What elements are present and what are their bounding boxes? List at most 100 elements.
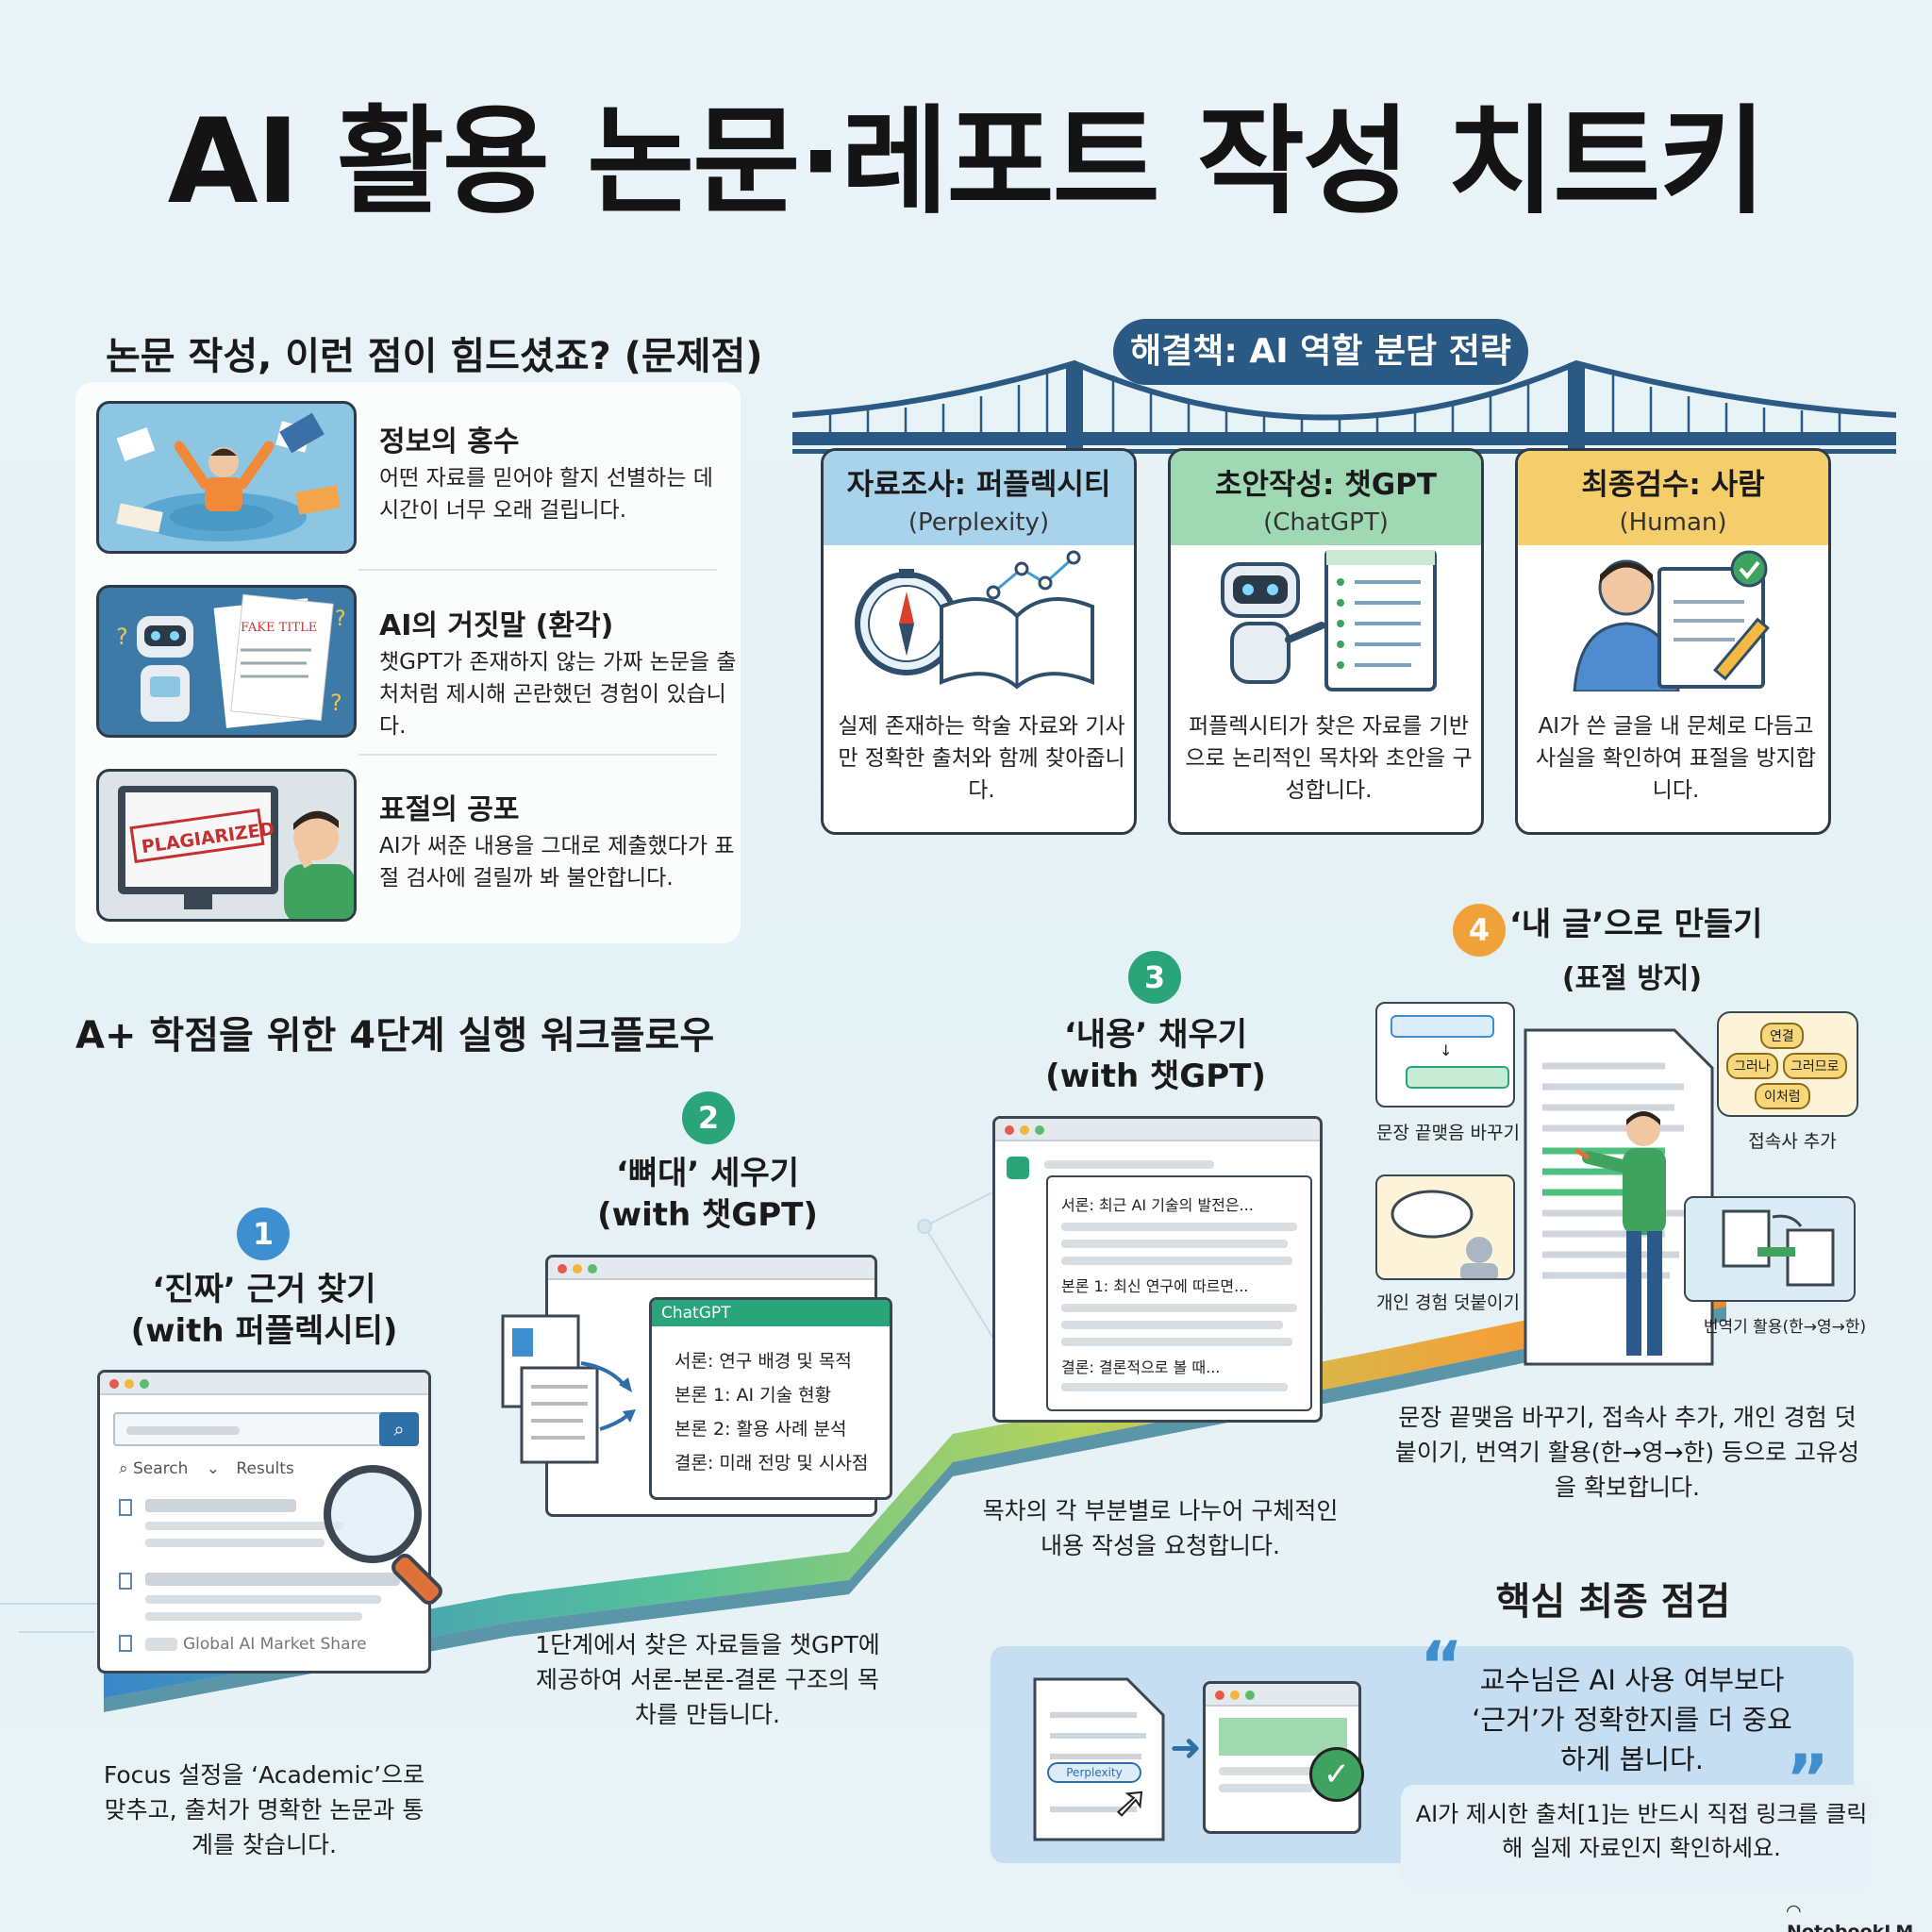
problem-item-hallucination: FAKE TITLE ? ? ? AI의 거짓말 (환각) 챗GPT가 존재하지… [96, 585, 737, 755]
outline-line: 본론 1: AI 기술 현황 [675, 1385, 832, 1406]
card-header: 초안작성: 챗GPT (ChatGPT) [1171, 451, 1481, 545]
connective-chip: 그러나 [1726, 1053, 1778, 1079]
card-subtitle: (Perplexity) [908, 508, 1050, 537]
plagiarized-monitor-illustration: PLAGIARIZED [96, 769, 357, 922]
drowning-illustration [96, 401, 357, 554]
robot-checklist-icon [1221, 550, 1437, 691]
window-titlebar [100, 1373, 428, 1395]
connectives-illustration: 연결 그러나 그러므로 이처럼 [1717, 1011, 1858, 1117]
step-title-sub: (with 챗GPT) [597, 1196, 818, 1234]
brand-label: NotebookLM [1787, 1922, 1914, 1932]
card-header: 자료조사: 퍼플렉시티 (Perplexity) [824, 451, 1134, 545]
step-title-sub: (with 퍼플렉시티) [130, 1312, 398, 1350]
search-window: ⌕ ⌕ Search ⌄ Results Global AI Market Sh… [97, 1370, 431, 1674]
robot-fake-paper-illustration: FAKE TITLE ? ? ? [96, 585, 357, 738]
problems-panel: 정보의 홍수 어떤 자료를 믿어야 할지 선별하는 데 시간이 너무 오래 걸립… [75, 382, 741, 943]
open-quote-icon: “ [1420, 1627, 1464, 1705]
arrow-right-icon: ➜ [1170, 1726, 1202, 1770]
cursor-icon: ➚ [1112, 1777, 1149, 1827]
step-title: ‘진짜’ 근거 찾기 (with 퍼플렉시티) [94, 1269, 434, 1352]
outline-line: 본론 2: 활용 사례 분석 [675, 1419, 847, 1440]
search-button[interactable]: ⌕ [379, 1412, 419, 1446]
step-title-main: ‘진짜’ 근거 찾기 [152, 1271, 376, 1308]
svg-text:?: ? [335, 608, 346, 631]
step-number-badge: 4 [1453, 904, 1506, 957]
final-check-heading: 핵심 최종 점검 [1495, 1580, 1731, 1624]
brand-watermark: ◠ NotebookLM [1787, 1901, 1932, 1932]
workflow-heading: A+ 학점을 위한 4단계 실행 워크플로우 [75, 1014, 715, 1058]
search-tab-row: ⌕ Search ⌄ Results [119, 1459, 294, 1478]
step-title: ‘내 글’으로 만들기 [1509, 904, 1811, 945]
source-link-chip[interactable]: Perplexity [1047, 1762, 1141, 1783]
problem-title: AI의 거짓말 (환각) [379, 609, 614, 642]
card-title: 자료조사: 퍼플렉시티 [846, 468, 1111, 502]
step-title-sub: (표절 방지) [1561, 962, 1703, 995]
documents-to-chatgpt-icon [501, 1314, 636, 1464]
search-input[interactable] [113, 1412, 387, 1446]
step-desc: 문장 끝맺음 바꾸기, 접속사 추가, 개인 경험 덧붙이기, 번역기 활용(한… [1394, 1404, 1860, 1501]
arrow-down-icon: ↓ [1440, 1041, 1453, 1059]
draft-line: 본론 1: 최신 연구에 따르면... [1061, 1277, 1249, 1295]
step-title: ‘내용’ 채우기 (with 챗GPT) [995, 1014, 1316, 1097]
search-icon: ⌕ [119, 1459, 128, 1478]
card-subtitle: (Human) [1619, 508, 1727, 537]
outline-line: 결론: 미래 전망 및 시사점 [675, 1453, 869, 1474]
connective-chip: 그러므로 [1783, 1053, 1847, 1079]
fake-title-text: FAKE TITLE [241, 621, 317, 635]
role-card-human: 최종검수: 사람 (Human) AI가 쓴 글을 내 문체로 다듬고 사실을 … [1515, 448, 1831, 835]
solution-heading: 해결책: AI 역할 분담 전략 [1113, 319, 1528, 385]
step-title: ‘뼈대’ 세우기 (with 챗GPT) [547, 1153, 868, 1236]
divider [358, 569, 717, 571]
chatgpt-outline-window: ChatGPT 서론: 연구 배경 및 목적 본론 1: AI 기술 현황 본론… [649, 1297, 892, 1500]
step-title-main: ‘내 글’으로 만들기 [1509, 906, 1763, 943]
problem-desc: AI가 써준 내용을 그대로 제출했다가 표절 검사에 걸릴까 봐 불안합니다. [379, 834, 735, 891]
final-check-quote: 교수님은 AI 사용 여부보다 ‘근거’가 정확한지를 더 중요하게 봅니다. [1472, 1664, 1792, 1775]
human-review-icon [1573, 550, 1770, 691]
step-desc: Focus 설정을 ‘Academic’으로 맞추고, 출처가 명확한 논문과 … [103, 1761, 425, 1858]
chatgpt-logo-icon [1007, 1157, 1029, 1179]
outline-line: 서론: 연구 배경 및 목적 [675, 1351, 852, 1372]
doc-icon [119, 1635, 132, 1652]
experience-label: 개인 경험 덧붙이기 [1376, 1292, 1520, 1313]
step-number-badge: 2 [682, 1091, 735, 1144]
card-subtitle: (ChatGPT) [1263, 508, 1389, 537]
search-icon: ⌕ [393, 1418, 405, 1441]
role-card-chatgpt: 초안작성: 챗GPT (ChatGPT) 퍼플렉시티가 찾은 자료를 기반으로 … [1168, 448, 1484, 835]
translate-illustration [1684, 1196, 1856, 1302]
window-title: ChatGPT [652, 1300, 890, 1326]
problem-item-info-overload: 정보의 홍수 어떤 자료를 믿어야 할지 선별하는 데 시간이 너무 오래 걸립… [96, 401, 719, 571]
check-icon: ✓ [1309, 1747, 1364, 1802]
close-quote-icon: ” [1786, 1740, 1830, 1818]
compass-book-icon [855, 550, 1094, 690]
problem-desc: 어떤 자료를 믿어야 할지 선별하는 데 시간이 너무 오래 걸립니다. [379, 466, 713, 523]
page-title: AI 활용 논문·레포트 작성 치트키 [167, 94, 1767, 230]
doc-icon [119, 1573, 132, 1590]
connective-chip: 이처럼 [1755, 1083, 1810, 1109]
connective-chip: 연결 [1760, 1023, 1804, 1049]
step-desc: 1단계에서 찾은 자료들을 챗GPT에 제공하여 서론-본론-결론 구조의 목차… [535, 1631, 880, 1728]
rephrase-label: 문장 끝맺음 바꾸기 [1376, 1123, 1520, 1143]
step-number-badge: 3 [1128, 951, 1181, 1004]
final-check-note: AI가 제시한 출처[1]는 반드시 직접 링크를 클릭해 실제 자료인지 확인… [1415, 1801, 1868, 1861]
card-desc: AI가 쓴 글을 내 문체로 다듬고 사실을 확인하여 표절을 방지합니다. [1535, 714, 1816, 803]
draft-window: 서론: 최근 AI 기술의 발전은... 본론 1: 최신 연구에 따르면...… [992, 1116, 1323, 1423]
problem-desc: 챗GPT가 존재하지 않는 가짜 논문을 출처처럼 제시해 곤란했던 경험이 있… [379, 650, 737, 739]
notebooklm-logo-icon: ◠ [1787, 1901, 1801, 1922]
problem-item-plagiarism: PLAGIARIZED 표절의 공포 AI가 써준 내용을 그대로 제출했다가 … [96, 769, 734, 939]
writing-person-illustration [1575, 1111, 1666, 1356]
step-desc: 목차의 각 부분별로 나누어 구체적인 내용 작성을 요청합니다. [982, 1497, 1339, 1559]
draft-line: 서론: 최근 AI 기술의 발전은... [1061, 1196, 1254, 1214]
source-document-icon [1033, 1677, 1165, 1841]
translate-label: 번역기 활용(한→영→한) [1703, 1318, 1867, 1337]
result-item-title[interactable]: Global AI Market Share [183, 1635, 367, 1654]
problems-heading: 논문 작성, 이런 점이 힘드셨죠? (문제점) [106, 335, 763, 378]
step-title-main: ‘내용’ 채우기 [1063, 1016, 1248, 1054]
results-tab-label[interactable]: Results [236, 1459, 294, 1478]
svg-text:?: ? [116, 624, 128, 650]
chevron-down-icon: ⌄ [206, 1459, 220, 1478]
step-title-sub: (with 챗GPT) [1045, 1058, 1266, 1095]
rephrase-illustration: ↓ [1375, 1002, 1515, 1108]
search-tab-label[interactable]: Search [132, 1459, 189, 1478]
draft-document: 서론: 최근 AI 기술의 발전은... 본론 1: 최신 연구에 따르면...… [1046, 1175, 1312, 1411]
divider [358, 754, 717, 756]
